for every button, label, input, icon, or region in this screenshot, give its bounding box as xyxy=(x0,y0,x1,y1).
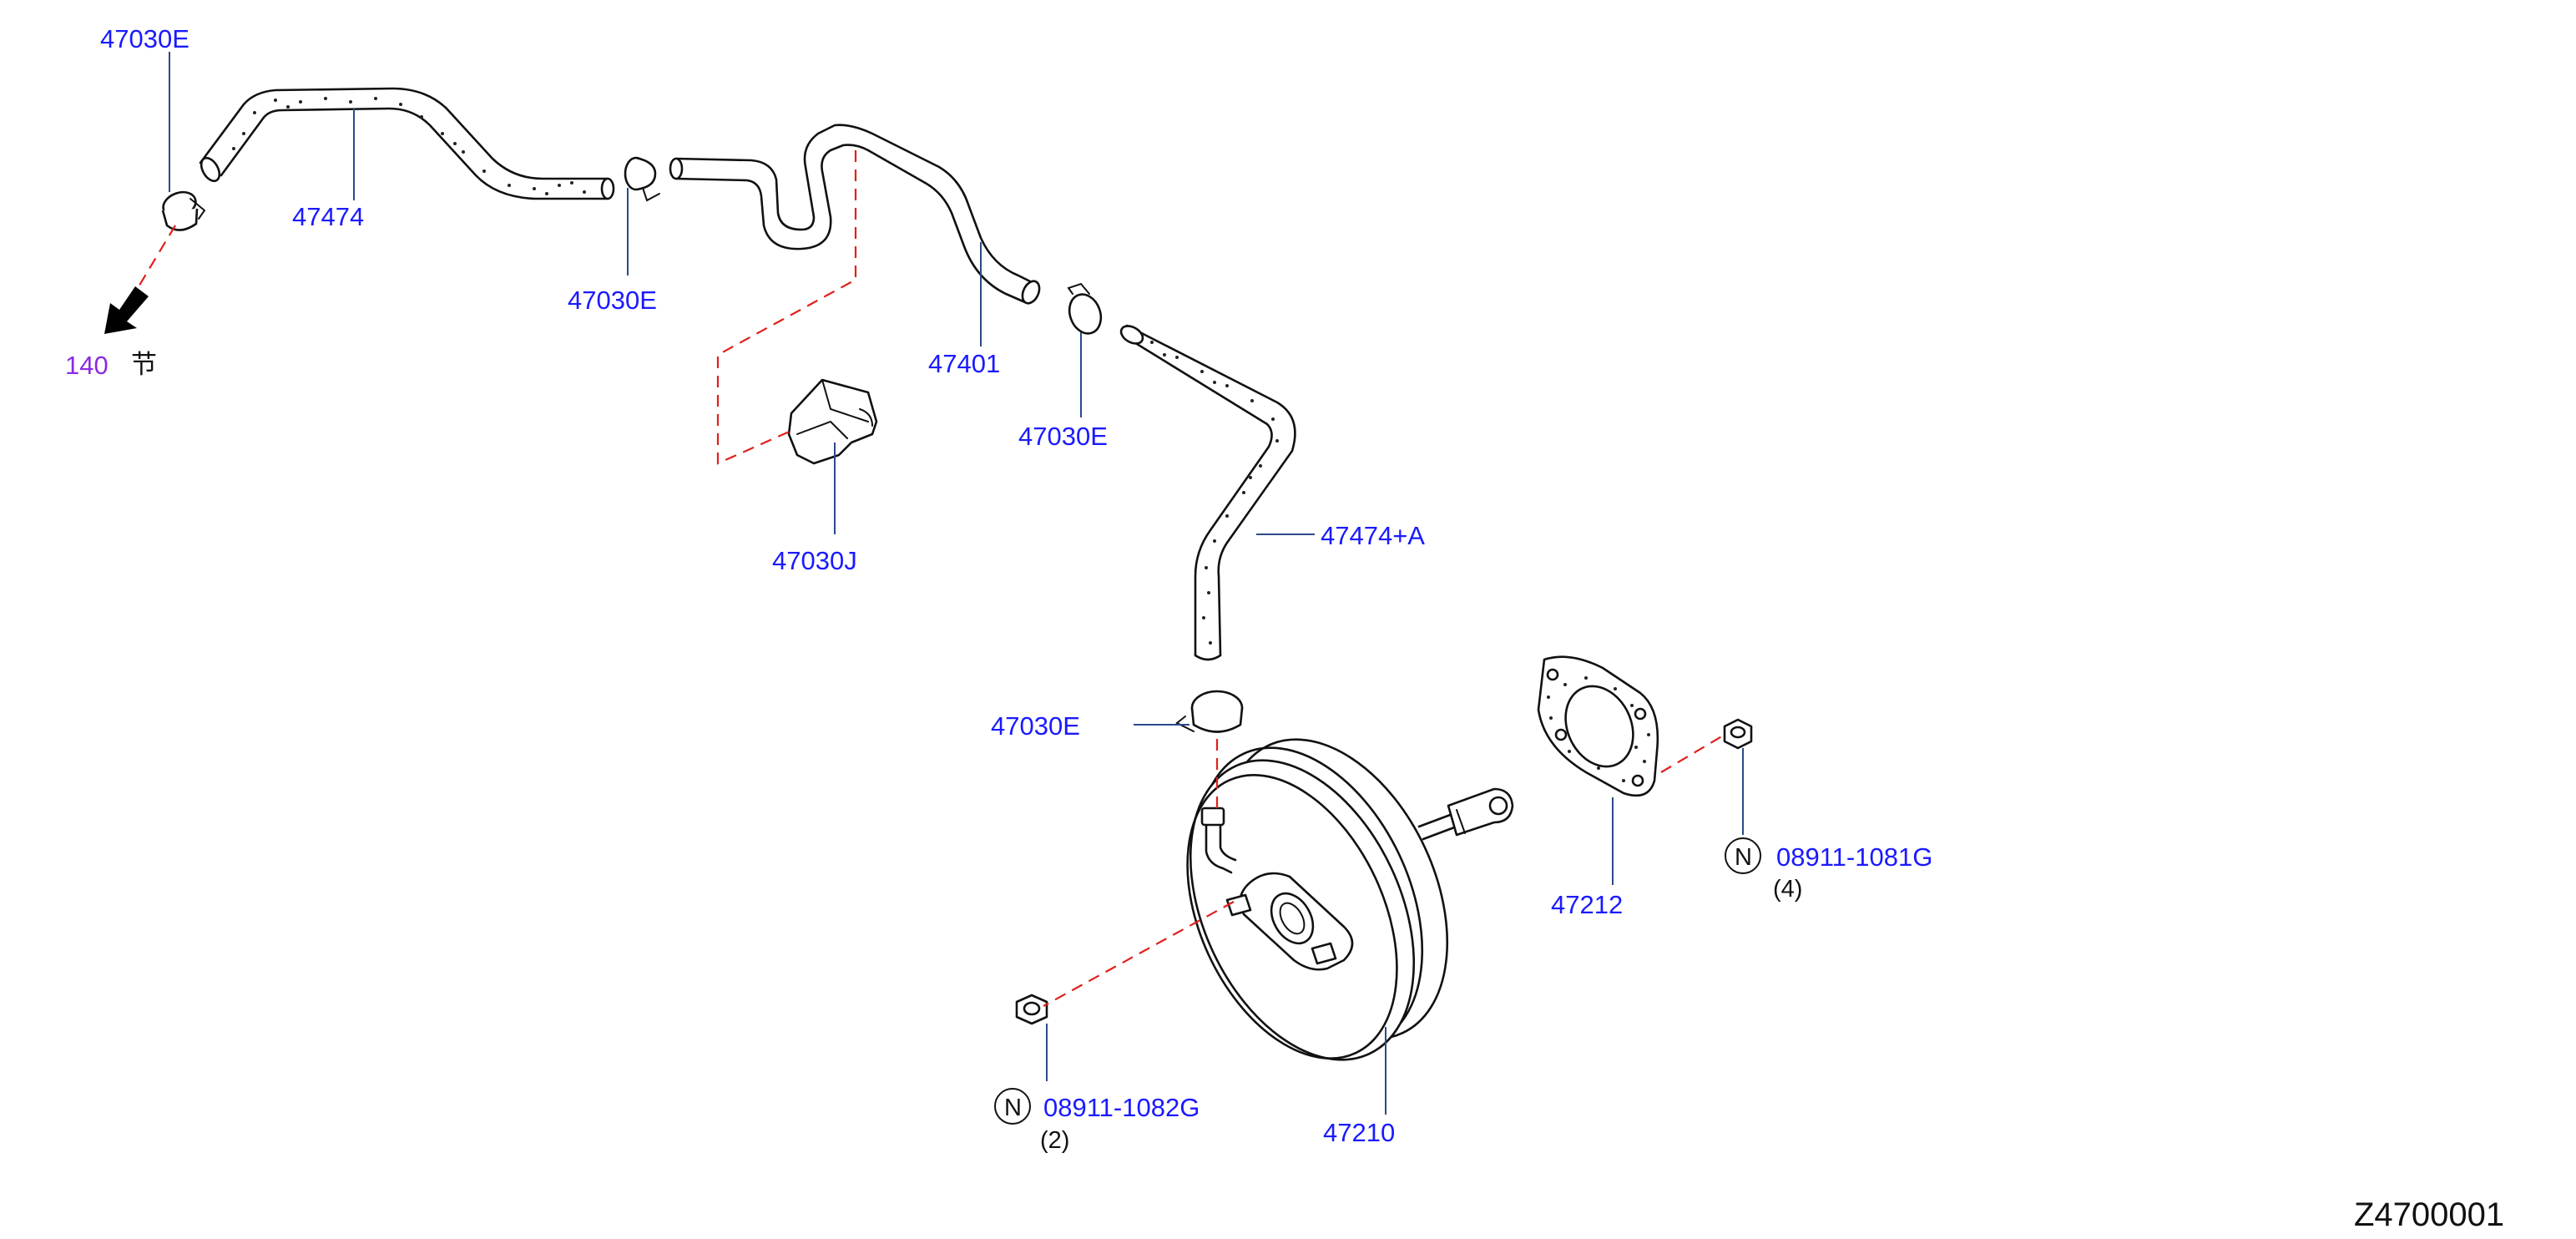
n-marker-letter: N xyxy=(1735,844,1752,871)
section-ref-glyph: 节 xyxy=(131,350,157,380)
n-marker-circle xyxy=(1725,837,1761,874)
callout-group-08911-1082G: N 08911-1082G (2) xyxy=(994,1088,1200,1154)
hose-47474 xyxy=(199,87,615,200)
section-ref-number[interactable]: 140 xyxy=(65,351,109,380)
callout-group-08911-1081G: N 08911-1081G (4) xyxy=(1725,837,1932,903)
brake-booster-47210 xyxy=(1186,738,1514,1061)
clip-47030J xyxy=(787,378,878,465)
clamp-47030E-b xyxy=(624,156,660,202)
quantity-label: (2) xyxy=(1040,1127,1069,1154)
drawing-id: Z4700001 xyxy=(2354,1196,2504,1233)
n-marker-letter: N xyxy=(1004,1095,1022,1121)
hose-47474A xyxy=(1119,324,1296,661)
gasket-47212 xyxy=(1537,655,1659,797)
clamp-47030E-a xyxy=(161,190,206,231)
callout-08911-1081G[interactable]: 08911-1081G xyxy=(1776,842,1932,872)
callout-47030E-b[interactable]: 47030E xyxy=(568,286,657,315)
callout-47210[interactable]: 47210 xyxy=(1323,1118,1395,1147)
clamp-47030E-d xyxy=(1175,690,1244,733)
callout-47401[interactable]: 47401 xyxy=(928,349,1000,378)
callout-47030J[interactable]: 47030J xyxy=(772,546,857,575)
nut-08911-1082G xyxy=(1015,994,1048,1025)
hose-47401 xyxy=(669,124,1041,305)
n-marker-circle xyxy=(994,1088,1031,1125)
callout-47474[interactable]: 47474 xyxy=(292,202,364,231)
leader-lines xyxy=(169,52,1744,1115)
callout-47030E-d[interactable]: 47030E xyxy=(991,711,1080,741)
callout-47030E-a[interactable]: 47030E xyxy=(100,24,189,53)
callout-47212[interactable]: 47212 xyxy=(1551,890,1623,919)
callout-08911-1082G[interactable]: 08911-1082G xyxy=(1043,1093,1200,1122)
callout-47030E-c[interactable]: 47030E xyxy=(1018,422,1108,451)
clamp-47030E-c xyxy=(1067,282,1103,335)
quantity-label: (4) xyxy=(1773,876,1802,903)
reference-arrow-icon xyxy=(104,286,149,334)
nut-08911-1081G xyxy=(1723,718,1753,750)
phantom-lines xyxy=(137,150,1725,1007)
callout-47474A[interactable]: 47474+A xyxy=(1321,521,1425,550)
